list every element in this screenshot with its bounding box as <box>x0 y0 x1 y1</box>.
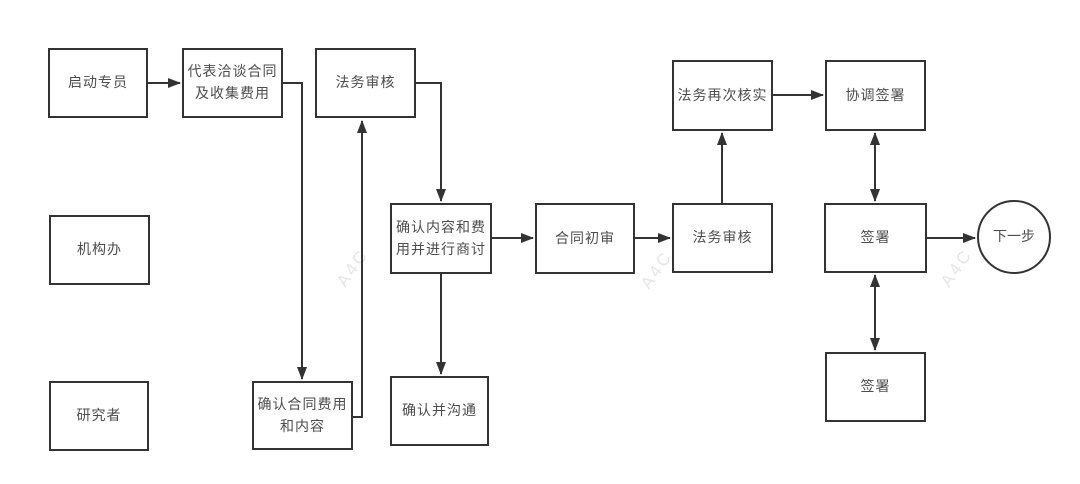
node-legal-review-1: 法务审核 <box>315 48 416 118</box>
node-coordinate-sign: 协调签署 <box>825 60 926 131</box>
node-start-specialist: 启动专员 <box>48 48 148 118</box>
edge-confirm-fee-to-legal1 <box>353 120 367 418</box>
node-legal-recheck: 法务再次核实 <box>672 60 773 131</box>
edge-negotiate-to-confirm-fee <box>283 82 307 380</box>
node-confirm-fee-content: 确认合同费用 和内容 <box>252 381 353 450</box>
node-next-step: 下一步 <box>977 200 1051 274</box>
node-negotiate-contract: 代表洽谈合同 及收集费用 <box>182 48 283 118</box>
node-sign-bottom: 签署 <box>825 352 926 422</box>
node-confirm-communicate: 确认并沟通 <box>390 376 489 446</box>
edge-legal1-to-confirm-disc <box>416 82 446 202</box>
node-confirm-content-fee: 确认内容和费 用并进行商讨 <box>390 203 492 274</box>
node-contract-initial-review: 合同初审 <box>535 203 635 274</box>
node-researcher: 研究者 <box>49 381 149 451</box>
node-legal-review-2: 法务审核 <box>672 203 773 273</box>
node-sign-middle: 签署 <box>824 203 927 273</box>
node-org-office: 机构办 <box>49 215 150 285</box>
